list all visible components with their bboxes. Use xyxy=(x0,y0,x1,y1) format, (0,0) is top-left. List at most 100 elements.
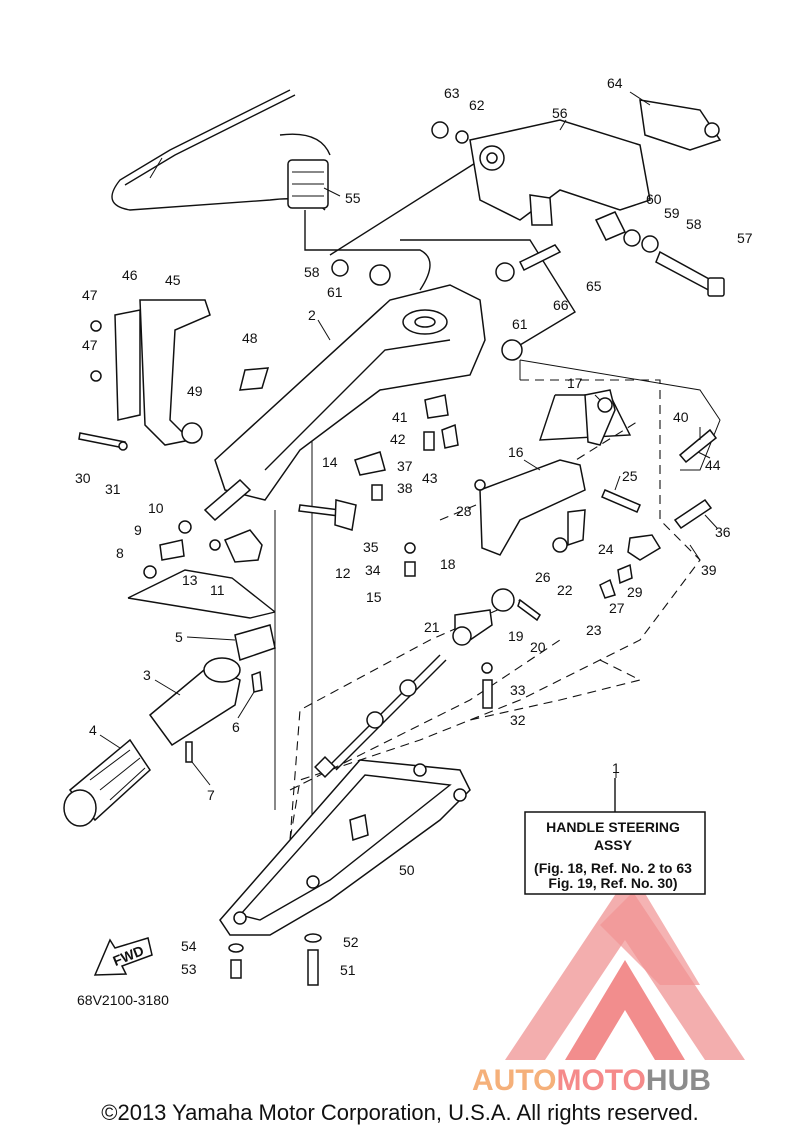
callout-65: 65 xyxy=(586,278,602,294)
washer-58 xyxy=(331,259,349,277)
washer-8 xyxy=(143,565,157,579)
shift-rod xyxy=(314,654,447,778)
callout-55: 55 xyxy=(345,190,361,206)
callout-45: 45 xyxy=(165,272,181,288)
screw-28 xyxy=(474,479,486,491)
callout-1: 1 xyxy=(612,760,620,776)
callout-32: 32 xyxy=(510,712,526,728)
callout-47a: 47 xyxy=(82,287,98,303)
spring-29 xyxy=(617,563,633,585)
callout-63: 63 xyxy=(444,85,460,101)
clip-27 xyxy=(599,578,616,599)
bolt-30 xyxy=(78,432,126,449)
callout-29: 29 xyxy=(627,584,643,600)
callout-23: 23 xyxy=(586,622,602,638)
callout-42: 42 xyxy=(390,431,406,447)
washer-49 xyxy=(181,422,203,444)
watermark-hub: HUB xyxy=(646,1064,711,1097)
diagram-code: 68V2100-3180 xyxy=(77,992,169,1008)
callout-49: 49 xyxy=(187,383,203,399)
callout-3: 3 xyxy=(143,667,151,683)
collar-5 xyxy=(234,624,276,661)
callout-20: 20 xyxy=(530,639,546,655)
callout-21: 21 xyxy=(424,619,440,635)
callout-6: 6 xyxy=(232,719,240,735)
friction-11 xyxy=(223,529,263,563)
pin-25 xyxy=(601,489,641,513)
callout-7: 7 xyxy=(207,787,215,803)
callout-labels: 1 2 3 4 5 6 7 8 9 10 11 12 13 14 15 16 1… xyxy=(75,75,753,978)
callout-4: 4 xyxy=(89,722,97,738)
stud-65 xyxy=(518,244,562,272)
callout-60: 60 xyxy=(646,191,662,207)
watermark-text: AUTOMOTOHUB xyxy=(472,1064,711,1097)
arm-22 xyxy=(567,509,586,547)
bolt-12 xyxy=(298,504,341,517)
callout-61b: 61 xyxy=(512,316,528,332)
grommet-61b xyxy=(501,339,523,361)
callout-47b: 47 xyxy=(82,337,98,353)
pin-20 xyxy=(517,598,541,622)
washer-33 xyxy=(481,662,493,674)
spring-9 xyxy=(159,539,185,561)
clip-43 xyxy=(441,423,459,449)
callout-44: 44 xyxy=(705,457,721,473)
copyright-notice: ©2013 Yamaha Motor Corporation, U.S.A. A… xyxy=(101,1100,699,1125)
callout-14: 14 xyxy=(322,454,338,470)
callout-35: 35 xyxy=(363,539,379,555)
plate-46 xyxy=(114,309,141,421)
callout-24: 24 xyxy=(598,541,614,557)
bolt-32 xyxy=(482,679,493,709)
assy-ref-1: (Fig. 18, Ref. No. 2 to 63 xyxy=(534,860,692,876)
callout-37: 37 xyxy=(397,458,413,474)
callout-53: 53 xyxy=(181,961,197,977)
callout-62: 62 xyxy=(469,97,485,113)
callout-22: 22 xyxy=(557,582,573,598)
callout-26: 26 xyxy=(535,569,551,585)
throttle-cable xyxy=(111,89,431,291)
bottom-bracket xyxy=(219,759,471,986)
watermark-moto: MOTO xyxy=(556,1064,645,1097)
collar-60 xyxy=(594,211,627,241)
screw-42 xyxy=(423,431,435,451)
screw-38 xyxy=(371,484,383,501)
callout-50: 50 xyxy=(399,862,415,878)
callout-52: 52 xyxy=(343,934,359,950)
watermark-auto: AUTO xyxy=(472,1064,556,1097)
callout-15: 15 xyxy=(366,589,382,605)
grip-shaft-3 xyxy=(148,664,241,747)
callout-12: 12 xyxy=(335,565,351,581)
assy-title-1: HANDLE STEERING xyxy=(546,819,680,835)
fwd-arrow: FWD xyxy=(93,937,153,976)
assy-ref-2: Fig. 19, Ref. No. 30) xyxy=(548,875,677,891)
callout-58a: 58 xyxy=(304,264,320,280)
callout-19: 19 xyxy=(508,628,524,644)
callout-58b: 58 xyxy=(686,216,702,232)
left-parts xyxy=(78,299,270,579)
bolt-34 xyxy=(404,561,416,577)
callout-5: 5 xyxy=(175,629,183,645)
assy-title-2: ASSY xyxy=(594,837,633,853)
callout-34: 34 xyxy=(365,562,381,578)
bolt-51 xyxy=(307,949,319,986)
block-24 xyxy=(627,534,662,561)
lever-45 xyxy=(139,299,211,446)
fwd-label: FWD xyxy=(111,942,147,969)
screw-6 xyxy=(251,670,263,693)
washer-62 xyxy=(455,130,469,144)
label-48 xyxy=(239,367,270,391)
callout-9: 9 xyxy=(134,522,142,538)
dashed-outlines xyxy=(289,379,701,841)
clip-37 xyxy=(354,451,386,476)
callout-41: 41 xyxy=(392,409,408,425)
callout-8: 8 xyxy=(116,545,124,561)
callout-28: 28 xyxy=(456,503,472,519)
callout-59: 59 xyxy=(664,205,680,221)
nut-63 xyxy=(431,121,449,139)
callout-leaders xyxy=(99,91,718,786)
callout-31: 31 xyxy=(105,481,121,497)
callout-57: 57 xyxy=(737,230,753,246)
callout-43: 43 xyxy=(422,470,438,486)
callout-61a: 61 xyxy=(327,284,343,300)
